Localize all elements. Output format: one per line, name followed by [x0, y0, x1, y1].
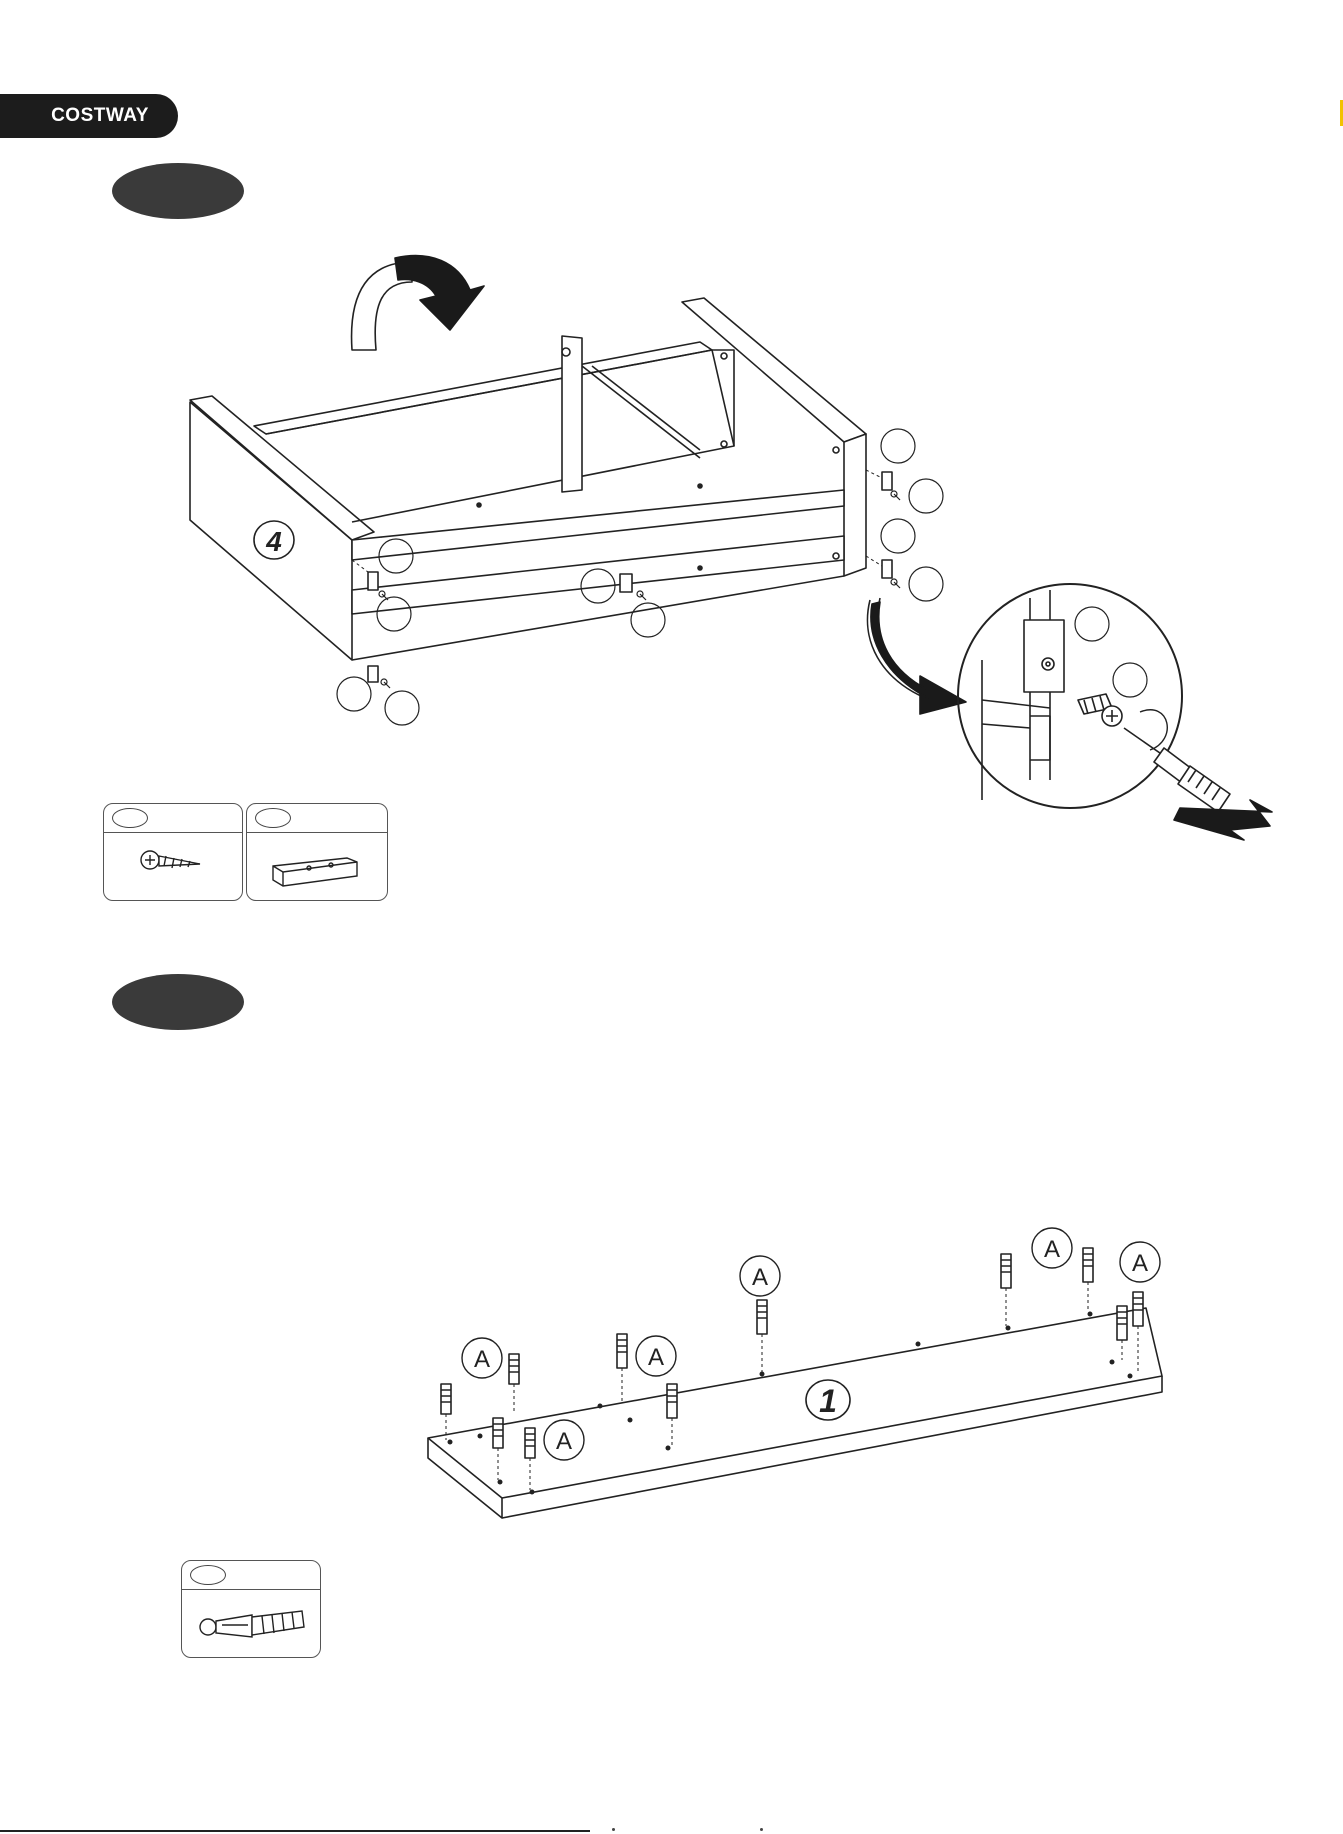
cam-dowel-icon	[182, 1589, 321, 1658]
dowel-callout-label: A	[1044, 1236, 1060, 1263]
panel-number-4: 4	[265, 526, 282, 557]
dowel-callout-label: A	[752, 1264, 768, 1291]
detail-magnifier	[958, 584, 1272, 840]
dowel-callout-label: A	[556, 1428, 572, 1455]
footer-rule	[0, 1830, 590, 1832]
part-tag	[255, 808, 291, 828]
bracket-icon	[247, 832, 388, 901]
dowel-callout-label: A	[474, 1346, 490, 1373]
dowel-callout-label: A	[1132, 1250, 1148, 1277]
part-box-screw	[103, 803, 243, 901]
screw-icon	[104, 832, 243, 901]
footer-dot	[612, 1828, 615, 1831]
detail-arrow-icon	[868, 598, 967, 714]
part-tag	[112, 808, 148, 828]
part-tag	[190, 1565, 226, 1585]
bottom-panel	[428, 1308, 1162, 1518]
panel-number-1: 1	[819, 1383, 837, 1419]
part-box-bracket	[246, 803, 388, 901]
cabinet-frame	[190, 298, 866, 660]
part-box-dowel	[181, 1560, 321, 1658]
footer-dot	[760, 1828, 763, 1831]
flip-arrow-icon	[352, 256, 484, 350]
dowel-callout-label: A	[648, 1344, 664, 1371]
